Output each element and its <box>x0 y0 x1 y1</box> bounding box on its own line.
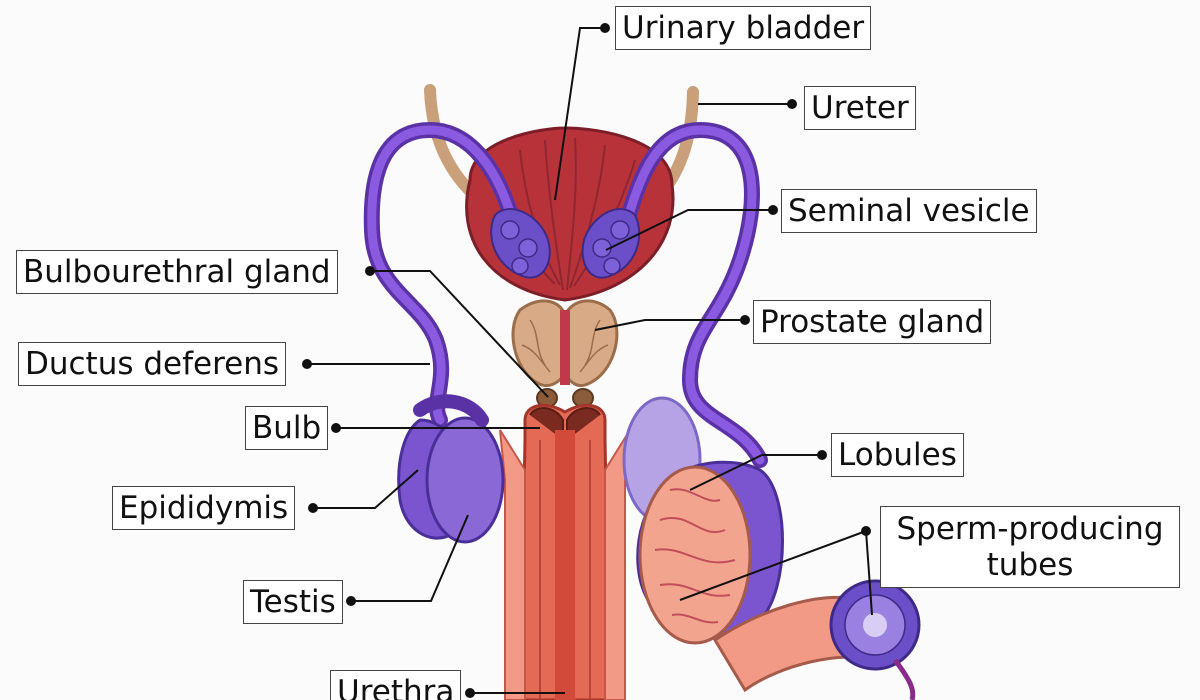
leader-prostate <box>594 319 745 331</box>
leader-bulbourethral <box>370 270 549 398</box>
left-testis-group <box>397 394 505 544</box>
label-ureter: Ureter <box>804 86 916 130</box>
left-seminal-vesicle <box>490 208 551 279</box>
leader-epididymis <box>313 469 419 509</box>
label-urinary-bladder: Urinary bladder <box>615 6 872 50</box>
penis-shaft <box>518 403 612 700</box>
leader-testis <box>351 514 469 602</box>
label-testis: Testis <box>243 580 343 624</box>
label-sperm-producing-line2: tubes <box>986 547 1074 583</box>
label-sperm-producing-line1: Sperm-producing <box>896 511 1164 547</box>
tube-cross-section <box>712 579 921 700</box>
label-lobules: Lobules <box>831 433 964 477</box>
leader-seminal-vesicle <box>605 209 773 251</box>
right-testis-section <box>636 460 784 645</box>
leader-lobules <box>689 454 822 491</box>
leader-sperm-producing <box>679 530 873 616</box>
label-prostate-gland: Prostate gland <box>753 300 992 344</box>
label-bulb: Bulb <box>245 406 329 450</box>
label-bulbourethral-gland: Bulbourethral gland <box>16 250 338 294</box>
leader-urinary-bladder <box>554 27 605 201</box>
right-seminal-vesicle <box>581 208 641 279</box>
label-sperm-producing-tubes: Sperm-producing tubes <box>880 506 1180 588</box>
label-urethra: Urethra <box>330 670 462 700</box>
label-ductus-deferens: Ductus deferens <box>18 342 287 386</box>
label-epididymis: Epididymis <box>112 486 296 530</box>
label-seminal-vesicle: Seminal vesicle <box>781 189 1037 233</box>
left-testis <box>425 416 505 544</box>
